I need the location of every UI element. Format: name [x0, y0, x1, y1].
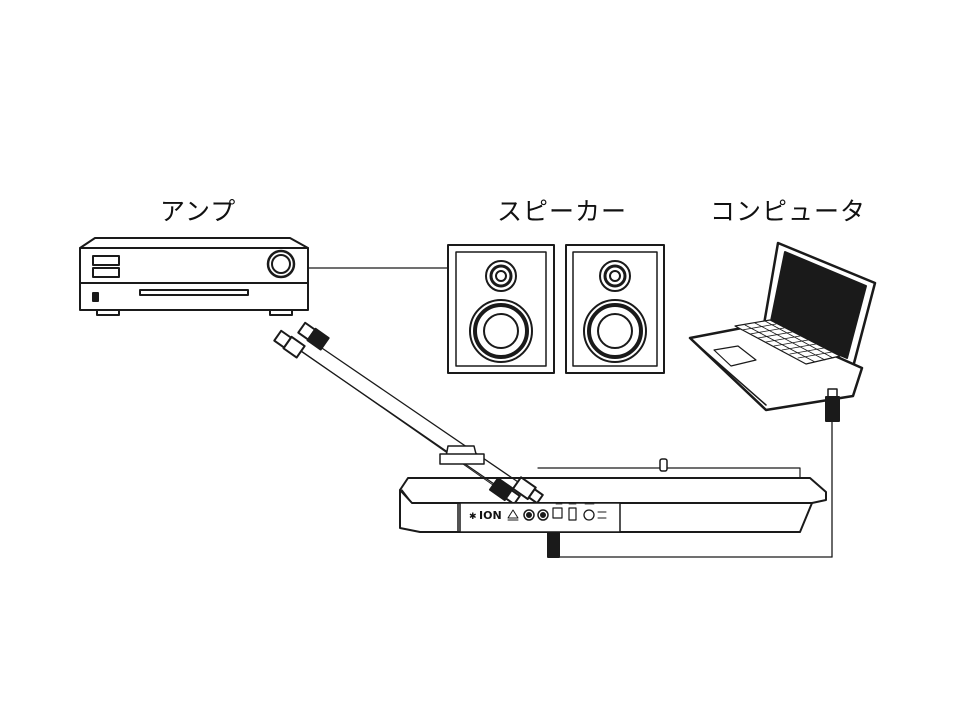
computer-label: コンピュータ	[710, 197, 867, 226]
rca-cables	[273, 321, 544, 506]
speaker-left	[447, 244, 555, 374]
amp-label: アンプ	[160, 197, 237, 226]
ion-logo: ✱ ION	[469, 509, 502, 522]
speakers-label: スピーカー	[497, 197, 628, 226]
turntable	[399, 445, 827, 533]
laptop	[688, 241, 877, 412]
usb-cable	[547, 388, 840, 558]
ion-star-icon: ✱	[469, 512, 477, 522]
amplifier	[79, 237, 309, 316]
ion-brand-text: ION	[479, 509, 502, 522]
speaker-right	[565, 244, 665, 374]
